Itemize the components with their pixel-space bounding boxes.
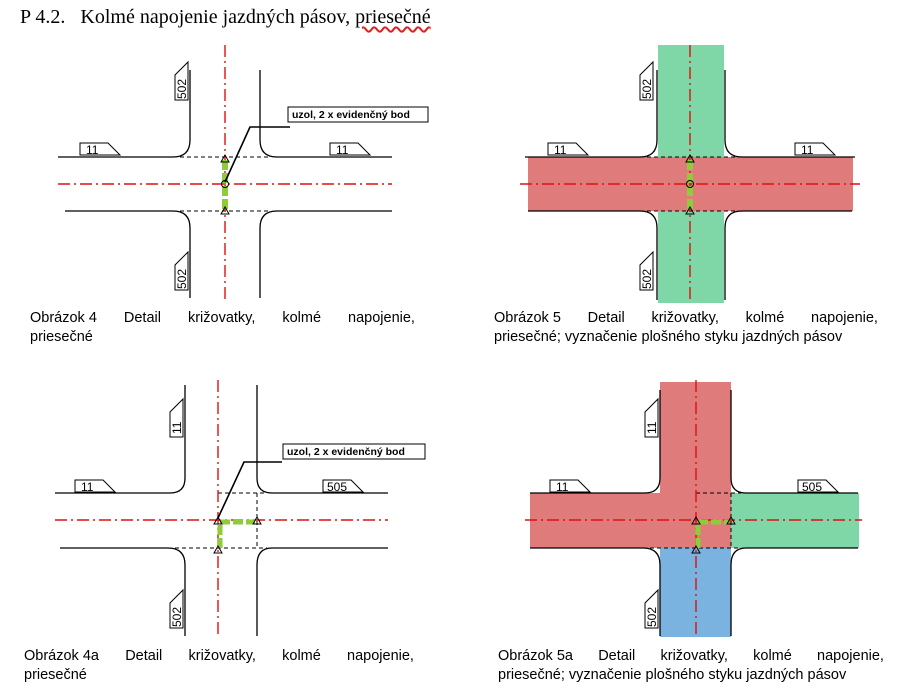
fig5-label-right: 11 [794, 142, 837, 157]
fig4-label-top: 502 [174, 60, 189, 101]
caption-fig4: Obrázok 4 Detail križovatky, kolmé napoj… [30, 310, 415, 345]
fig5a-label-left: 11 [549, 479, 592, 494]
svg-text:11: 11 [336, 143, 349, 157]
fig4-label-right: 11 [329, 142, 372, 157]
fig5a-red-area [530, 382, 731, 548]
figure-5: 502 11 11 502 [520, 45, 860, 303]
svg-text:505: 505 [327, 480, 347, 494]
fig5a-label-bottom: 502 [644, 588, 659, 629]
fig4a-label-right: 505 [322, 479, 365, 494]
svg-text:502: 502 [640, 269, 654, 289]
fig5a-label-right: 505 [797, 479, 840, 494]
svg-text:502: 502 [175, 79, 189, 99]
fig4a-label-top: 11 [169, 397, 184, 438]
figure-5a: 11 11 505 502 [525, 380, 862, 637]
svg-text:11: 11 [645, 421, 659, 434]
caption-fig5a: Obrázok 5a Detail križovatky, kolmé napo… [498, 648, 884, 683]
svg-text:11: 11 [170, 421, 184, 434]
page-title: P 4.2. Kolmé napojenie jazdných pásov, p… [20, 6, 431, 29]
svg-text:11: 11 [801, 143, 814, 157]
figure-4a: uzol, 2 x evidenčný bod 11 11 505 502 [55, 380, 426, 636]
caption-fig4a: Obrázok 4a Detail križovatky, kolmé napo… [24, 648, 414, 683]
svg-text:502: 502 [170, 607, 184, 627]
svg-text:11: 11 [86, 143, 99, 157]
svg-text:502: 502 [640, 79, 654, 99]
fig5-label-bottom: 502 [639, 250, 654, 291]
svg-text:11: 11 [556, 480, 569, 494]
figure-4: uzol, 2 x evidenčný bod 502 11 11 502 [58, 45, 429, 300]
svg-text:11: 11 [554, 143, 567, 157]
fig4-callout-text: uzol, 2 x evidenčný bod [292, 109, 410, 121]
svg-text:502: 502 [645, 607, 659, 627]
caption-fig5: Obrázok 5 Detail križovatky, kolmé napoj… [494, 310, 878, 345]
fig4-label-left: 11 [79, 142, 122, 157]
fig4a-label-left: 11 [74, 479, 117, 494]
svg-text:505: 505 [802, 480, 822, 494]
fig4-label-bottom: 502 [174, 250, 189, 291]
fig5-label-left: 11 [547, 142, 590, 157]
fig5a-label-top: 11 [644, 397, 659, 438]
fig5-label-top: 502 [639, 60, 654, 101]
svg-text:11: 11 [81, 480, 94, 494]
fig4a-callout-text: uzol, 2 x evidenčný bod [287, 446, 405, 458]
fig4a-label-bottom: 502 [169, 588, 184, 629]
title-underlined-word: priesečné [355, 6, 431, 28]
svg-text:502: 502 [175, 269, 189, 289]
title-number: P 4.2. [20, 6, 66, 28]
title-text: Kolmé napojenie jazdných pásov, [80, 6, 356, 28]
